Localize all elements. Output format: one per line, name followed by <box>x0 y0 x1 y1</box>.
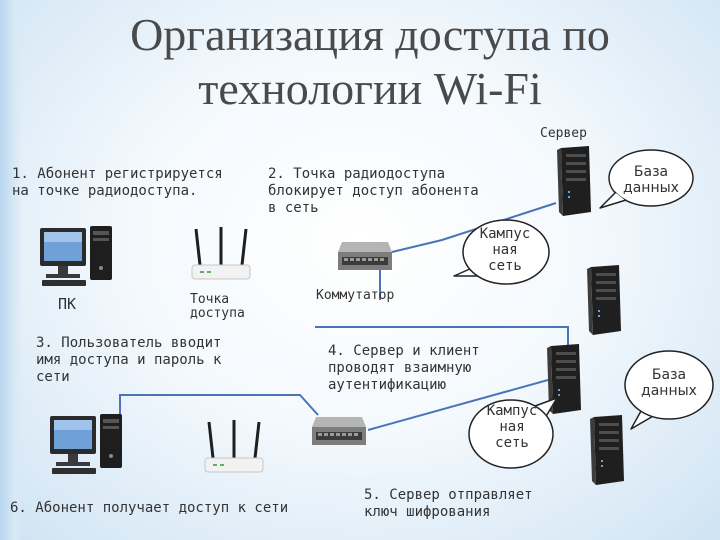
slide-title-line-1: Организация доступа по <box>130 9 610 60</box>
campus-bubble-top-text: Кампус ная сеть <box>479 226 531 274</box>
wire-switch-top-to-server <box>391 202 557 253</box>
step-2-text: 2. Точка радиодоступа блокирует доступ а… <box>268 166 479 216</box>
database-bubble-bottom <box>624 350 714 430</box>
database-bubble-top-text: База данных <box>623 164 679 196</box>
slide-title-line-2: технологии Wi-Fi <box>198 63 542 114</box>
server-rack-icon <box>590 415 624 485</box>
step-6-text: 6. Абонент получает доступ к сети <box>10 500 289 516</box>
server-rack-icon <box>557 146 591 216</box>
campus-bubble-bottom <box>468 397 558 469</box>
server-rack-icon <box>587 265 621 335</box>
access-point-icon <box>204 420 264 473</box>
access-point-label: Точка доступа <box>190 292 245 321</box>
campus-bubble-top <box>453 219 550 285</box>
wire-switch-bottom-to-server <box>367 379 549 431</box>
pc-icon <box>50 414 122 474</box>
campus-bubble-bottom-text: Кампус ная сеть <box>486 403 538 451</box>
pc-label: ПК <box>58 295 77 313</box>
database-bubble-bottom-text: База данных <box>641 367 697 399</box>
server-rack-icon <box>547 344 581 414</box>
step-4-text: 4. Сервер и клиент проводят взаимную аут… <box>328 343 480 393</box>
step-5-text: 5. Сервер отправляет ключ шифрования <box>364 487 533 520</box>
server-label: Сервер <box>540 126 587 141</box>
left-decor-stripe <box>0 0 22 540</box>
slide-title: Организация доступа по технологии Wi-Fi <box>80 8 660 116</box>
step-1-text: 1. Абонент регистрируется на точке радио… <box>12 166 223 199</box>
database-bubble-top <box>599 149 694 209</box>
wire-vertical-to-lower-segment <box>315 326 569 350</box>
network-switch-icon <box>338 242 392 270</box>
pc-icon <box>40 226 112 286</box>
network-switch-icon <box>312 417 366 445</box>
step-3-text: 3. Пользователь вводит имя доступа и пар… <box>36 335 222 385</box>
switch-label: Коммутатор <box>316 288 395 303</box>
access-point-icon <box>191 227 251 280</box>
